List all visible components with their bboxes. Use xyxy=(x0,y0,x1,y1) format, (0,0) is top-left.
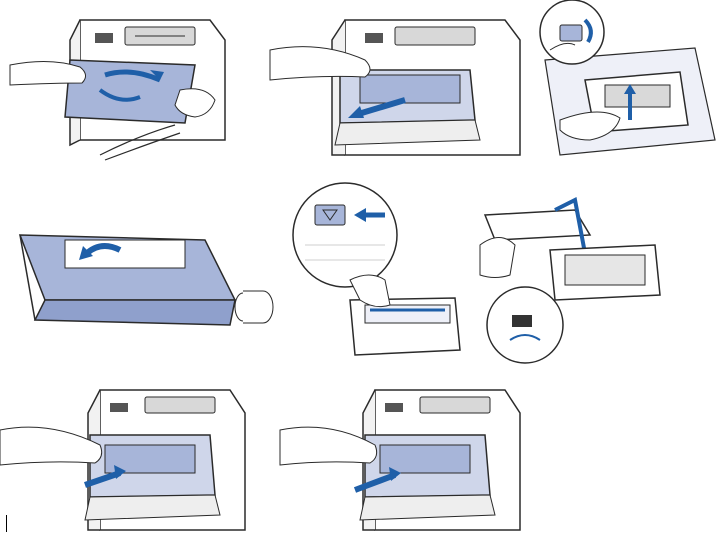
remove-drum-toner-assembly-icon xyxy=(269,19,521,156)
clean-corona-wire-icon xyxy=(292,182,461,356)
step-2-remove-drum-toner-assembly xyxy=(269,5,530,160)
step-3-separate-toner-from-drum xyxy=(530,0,720,160)
step-5-clean-corona-wire xyxy=(290,180,465,365)
step-8-push-assembly-into-printer xyxy=(279,385,530,533)
step-1-open-front-cover xyxy=(9,5,235,161)
step-7-reinsert-drum-assembly xyxy=(0,385,250,533)
step-4-unpack-new-toner xyxy=(5,215,285,350)
reinsert-drum-assembly-icon xyxy=(0,389,246,531)
insert-toner-into-drum-icon xyxy=(479,197,661,364)
open-front-cover-icon xyxy=(9,19,226,161)
text-cursor xyxy=(6,515,7,532)
step-6-insert-toner-into-drum xyxy=(479,190,720,365)
separate-toner-from-drum-icon xyxy=(539,0,716,156)
push-assembly-into-printer-icon xyxy=(279,389,521,531)
unpack-new-toner-cartridge-icon xyxy=(18,234,274,326)
